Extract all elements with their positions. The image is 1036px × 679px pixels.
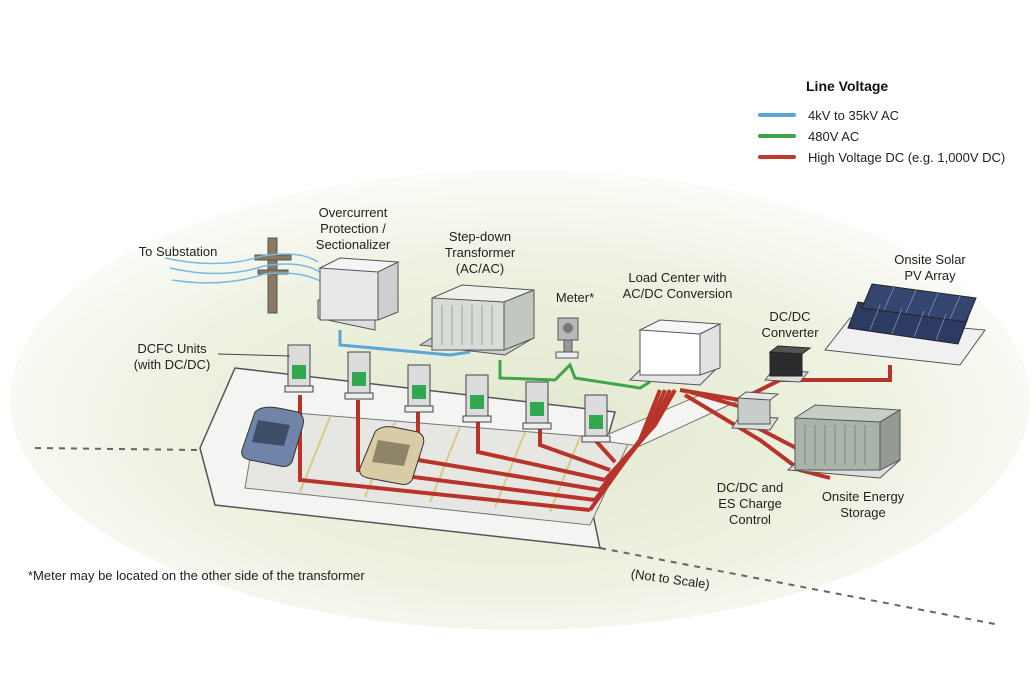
transformer [418,284,535,356]
dcdc-converter [764,345,812,383]
ground-area [10,170,1030,630]
energy-storage [786,404,902,479]
label-energy-storage: Onsite Energy Storage [821,489,905,520]
car-blue [241,406,304,467]
legend-item-dc-high: High Voltage DC (e.g. 1,000V DC) [758,149,1005,165]
car-tan [359,426,425,485]
legend-item-ac-480: 480V AC [758,128,859,144]
legend-item-ac-high: 4kV to 35kV AC [758,107,899,123]
legend-label-ac-high: 4kV to 35kV AC [808,107,900,123]
legend-label-dc-high: High Voltage DC (e.g. 1,000V DC) [808,149,1006,165]
label-to-substation: To Substation [138,244,218,259]
property-line-left [34,447,201,451]
power-lines [164,253,323,284]
es-charge-control [731,391,780,431]
dcfc-unit-4 [462,374,492,423]
label-dcdc-es: DC/DC and ES Charge Control [716,480,784,527]
legend-swatch-ac-high [758,113,796,117]
legend-title: Line Voltage [806,78,889,94]
solar-pv-array [824,283,986,366]
label-overcurrent: Overcurrent Protection / Sectionalizer [315,205,391,252]
dcfc-unit-2 [344,351,374,400]
ac-high-voltage-line [338,330,471,357]
legend-swatch-dc-high [758,155,796,159]
label-dcdc-converter: DC/DC Converter [761,309,819,340]
label-solar: Onsite Solar PV Array [894,252,966,283]
dcfc-unit-6 [581,394,611,443]
property-line-right [599,547,1001,626]
label-load-center: Load Center with AC/DC Conversion [622,270,733,301]
dcfc-unit-3 [404,364,434,413]
parking-lot [244,409,631,526]
legend-label-ac-480: 480V AC [808,128,860,144]
dcfc-leader-line [217,353,291,357]
footnote: *Meter may be located on the other side … [28,568,365,583]
overcurrent-box [317,257,400,331]
dcfc-unit-1 [284,344,314,393]
label-meter: Meter* [555,290,595,305]
meter [555,317,579,359]
ac-480v-line [498,360,651,390]
label-transformer: Step-down Transformer (AC/AC) [444,229,516,276]
legend-swatch-ac-480 [758,134,796,138]
dcfc-unit-5 [522,381,552,430]
load-center [628,319,722,386]
label-dcfc-units: DCFC Units (with DC/DC) [133,341,211,372]
